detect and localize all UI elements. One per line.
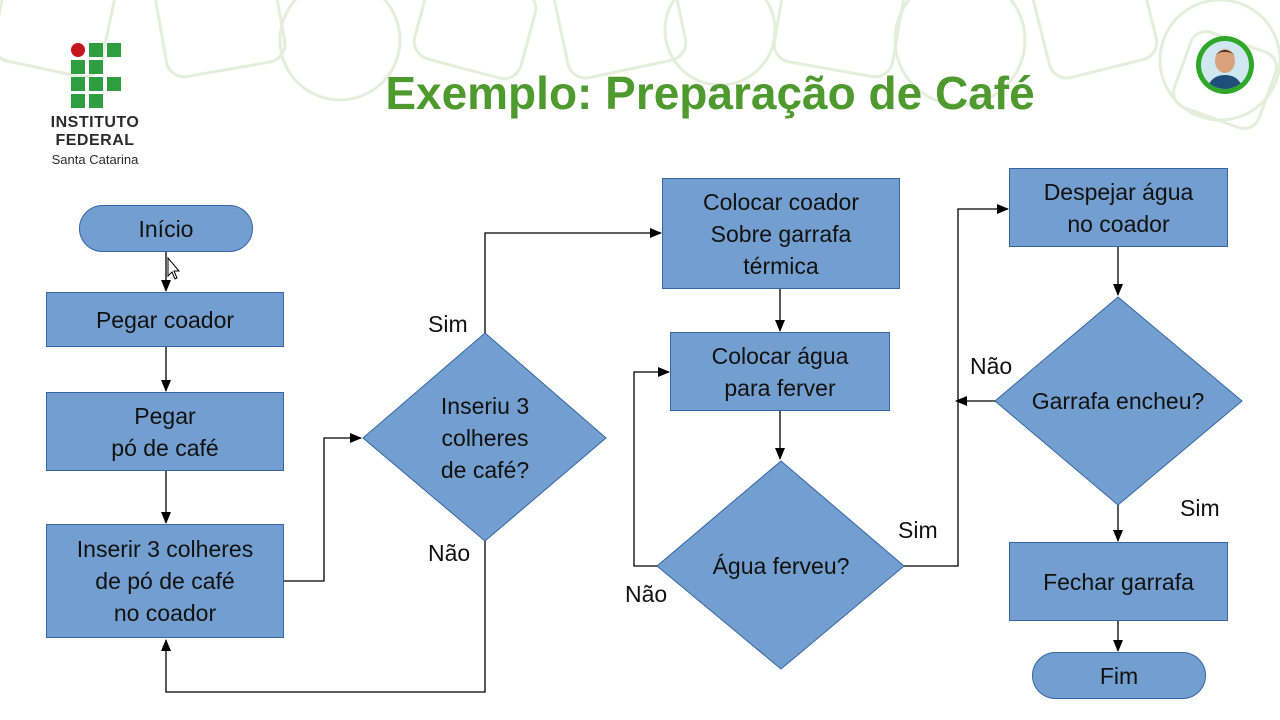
process-pegar-coador: Pegar coador xyxy=(46,292,284,347)
process-despejar-agua: Despejar água no coador xyxy=(1009,168,1228,247)
process-inserir-colheres: Inserir 3 colheres de pó de café no coad… xyxy=(46,524,284,638)
slide-title: Exemplo: Preparação de Café xyxy=(385,67,1035,119)
label-sim-agua: Sim xyxy=(898,517,938,543)
decision-agua-text: Água ferveu? xyxy=(712,553,850,579)
label-nao-agua: Não xyxy=(625,581,668,607)
arrow-decisao-nao xyxy=(161,541,486,693)
presenter-avatar xyxy=(1196,36,1254,94)
label-sim-colheres: Sim xyxy=(428,311,468,337)
end-node: Fim xyxy=(1032,652,1206,699)
process-colocar-agua: Colocar água para ferver xyxy=(670,332,890,411)
start-node: Início xyxy=(79,205,253,252)
arrow-inserir-decisao xyxy=(284,433,362,582)
arrow-agua-nao xyxy=(633,367,670,567)
logo-grid-icon xyxy=(71,43,121,108)
label-sim-garrafa: Sim xyxy=(1180,495,1220,521)
decision-agua-shape xyxy=(656,460,905,670)
arrow-decisao-sim xyxy=(484,228,662,333)
decision-garrafa-text: Garrafa encheu? xyxy=(1031,388,1205,414)
label-nao-colheres: Não xyxy=(428,540,471,566)
process-pegar-po: Pegar pó de café xyxy=(46,392,284,471)
logo-line-1: INSTITUTO xyxy=(50,114,140,131)
mouse-cursor-icon xyxy=(167,256,181,280)
label-nao-garrafa: Não xyxy=(970,353,1013,379)
arrow-agua-sim xyxy=(904,204,1009,567)
process-colocar-coador: Colocar coador Sobre garrafa térmica xyxy=(662,178,900,289)
process-fechar-garrafa: Fechar garrafa xyxy=(1009,542,1228,621)
person-icon xyxy=(1207,49,1243,89)
logo-line-2: FEDERAL xyxy=(55,132,135,149)
instituto-federal-logo: INSTITUTO FEDERAL Santa Catarina xyxy=(40,42,150,172)
decision-colheres-text: Inseriu 3 colheres de café? xyxy=(440,393,530,483)
logo-line-3: Santa Catarina xyxy=(51,152,139,167)
